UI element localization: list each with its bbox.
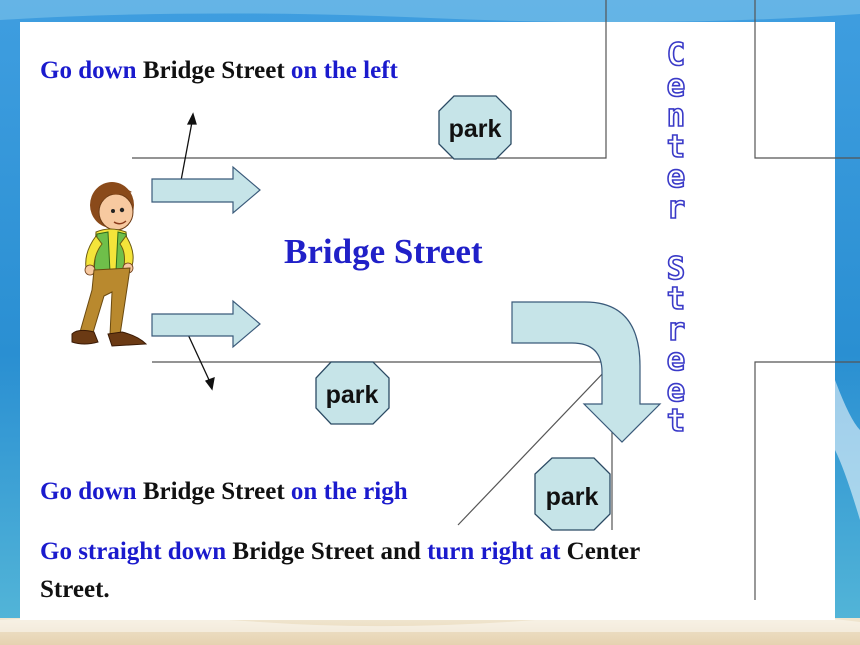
instruction-turn-line2: Street.	[40, 576, 110, 603]
road-lines	[132, 0, 860, 600]
text-black: Bridge Street	[142, 57, 285, 84]
svg-text:park: park	[449, 115, 502, 143]
turn-right-arrow	[511, 301, 662, 443]
letter: e	[666, 372, 686, 409]
letter: t	[666, 281, 686, 317]
letter: C	[666, 37, 686, 73]
block-arrows	[151, 165, 662, 443]
letter-gap	[646, 223, 706, 254]
letter: t	[666, 403, 686, 439]
text-blue: turn right at	[427, 538, 561, 565]
text-blue: Go down	[40, 478, 137, 505]
instruction-right: Go down Bridge Street on the righ	[40, 476, 408, 508]
text-blue: Go down	[40, 57, 137, 84]
letter: e	[666, 342, 686, 378]
letter: r	[666, 311, 686, 348]
letter: S	[666, 250, 686, 287]
letter: n	[666, 98, 686, 134]
letter: r	[666, 189, 686, 226]
park-sign: park	[534, 457, 611, 531]
center-street-label: C e n t e r S t r e e t	[646, 37, 706, 439]
letter: e	[666, 67, 686, 104]
svg-text:park: park	[326, 381, 379, 409]
park-sign: park	[438, 95, 512, 160]
svg-text:park: park	[546, 483, 599, 511]
park-sign: park	[315, 361, 390, 425]
text-black: Bridge Street and	[232, 538, 421, 565]
street-title: Bridge Street	[284, 232, 483, 271]
letter: t	[666, 128, 686, 165]
letter: e	[666, 159, 686, 195]
instruction-left: Go down Bridge Street on the left	[40, 55, 398, 87]
right-arrow-lower	[151, 299, 261, 349]
text-blue: Go straight down	[40, 538, 227, 565]
text-blue: on the left	[290, 57, 398, 84]
right-arrow-upper	[151, 165, 261, 215]
text-black: Center	[566, 538, 641, 565]
pointer-arrows	[179, 112, 215, 391]
text-black: Bridge Street	[142, 478, 285, 505]
instruction-turn-line1: Go straight down Bridge Street and turn …	[40, 536, 640, 568]
boy-walking-icon	[71, 182, 148, 347]
text-blue: on the righ	[290, 478, 408, 505]
